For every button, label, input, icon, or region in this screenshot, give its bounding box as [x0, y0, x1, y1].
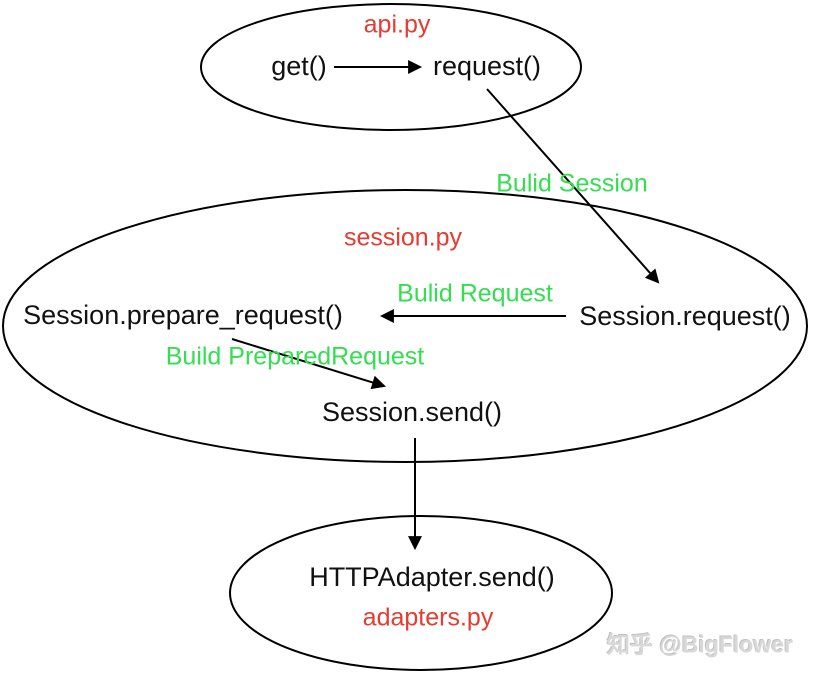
session-module-ellipse — [2, 189, 808, 463]
api-module-label: api.py — [363, 10, 431, 39]
arrow-prepare-request-to-session-send — [231, 338, 387, 390]
session-prepare-request-function-label: Session.prepare_request() — [23, 300, 343, 331]
api-module-ellipse — [200, 3, 582, 131]
request-function-label: request() — [432, 51, 542, 82]
build-request-edge-label: Bulid Request — [397, 279, 553, 308]
zhihu-watermark: 知乎 @BigFlower — [607, 631, 793, 658]
get-function-label: get() — [271, 51, 327, 82]
adapters-module-label: adapters.py — [362, 603, 494, 632]
arrow-request-to-session-request — [486, 88, 660, 284]
session-request-function-label: Session.request() — [579, 301, 791, 332]
adapters-module-ellipse — [229, 515, 613, 671]
build-preparedrequest-edge-label: Build PreparedRequest — [165, 342, 425, 371]
build-session-edge-label: Bulid Session — [496, 169, 648, 198]
httpadapter-send-function-label: HTTPAdapter.send() — [309, 562, 555, 593]
session-send-function-label: Session.send() — [321, 397, 503, 428]
session-module-label: session.py — [343, 223, 463, 252]
